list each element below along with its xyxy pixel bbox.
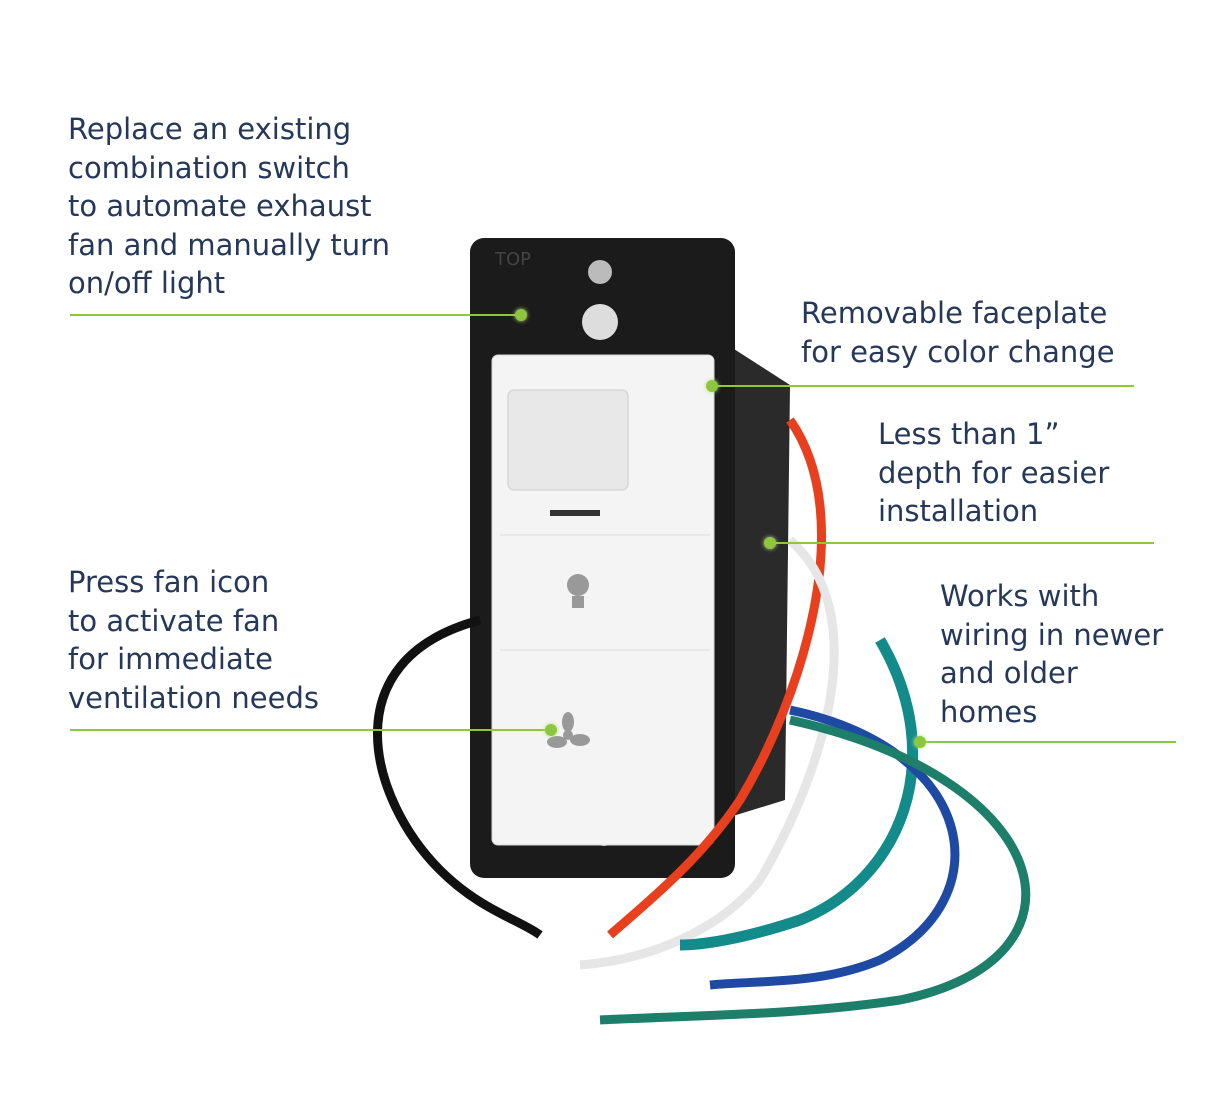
leader-line bbox=[920, 741, 1176, 743]
leader-line bbox=[770, 542, 1154, 544]
leader-dot bbox=[515, 309, 527, 321]
black-wire bbox=[373, 615, 543, 939]
leader-line bbox=[712, 385, 1134, 387]
leader-dot bbox=[914, 736, 926, 748]
switch-body bbox=[720, 340, 790, 820]
teal-wire bbox=[679, 637, 918, 951]
motion-sensor-lens bbox=[507, 389, 629, 491]
leader-line bbox=[70, 314, 520, 316]
callout-depth: Less than 1” depth for easier installati… bbox=[878, 417, 1110, 528]
leader-line bbox=[70, 729, 550, 731]
screw-icon bbox=[588, 260, 612, 284]
leader-dot bbox=[764, 537, 776, 549]
light-bulb-icon bbox=[567, 574, 589, 608]
white-wire bbox=[579, 536, 839, 970]
green-yellow-wire bbox=[599, 715, 1031, 1025]
callout-replace-switch: Replace an existing combination switch t… bbox=[68, 112, 390, 300]
red-wire bbox=[607, 417, 826, 939]
fan-icon bbox=[547, 712, 590, 748]
callout-removable-faceplate: Removable faceplate for easy color chang… bbox=[801, 296, 1115, 369]
top-label: TOP bbox=[494, 249, 531, 270]
callout-wiring: Works with wiring in newer and older hom… bbox=[940, 579, 1164, 729]
leader-dot bbox=[545, 724, 557, 736]
callout-fan-icon: Press fan icon to activate fan for immed… bbox=[68, 565, 319, 715]
screw-icon bbox=[582, 304, 618, 340]
leader-dot bbox=[706, 380, 718, 392]
